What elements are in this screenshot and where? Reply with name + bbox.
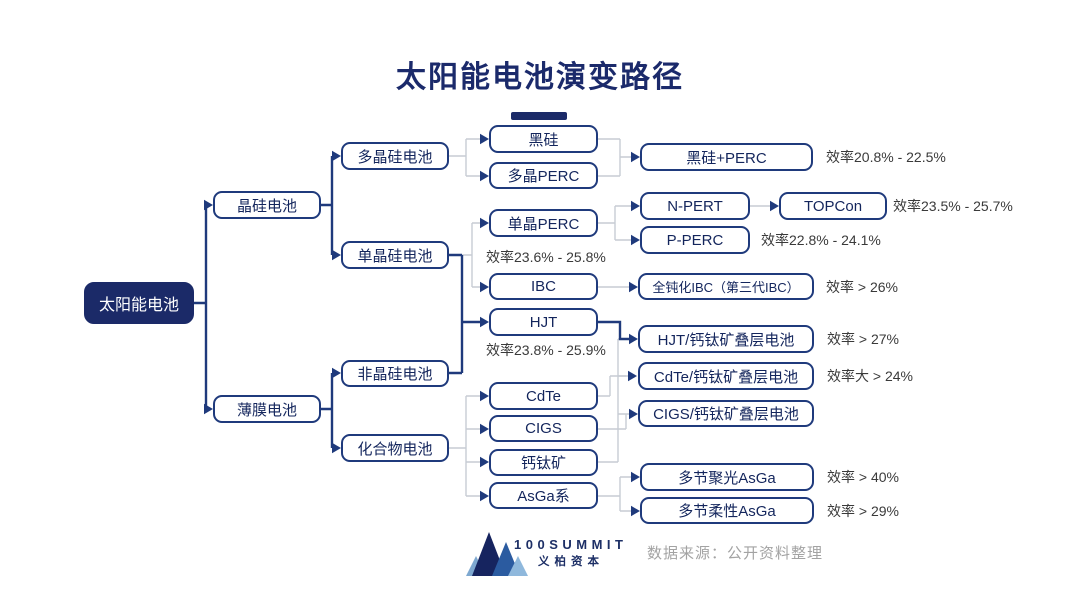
efficiency-topcon: 效率23.5% - 25.7% — [893, 198, 1013, 214]
node-perovskite: 钙钛矿 — [489, 449, 598, 476]
node-asga-series: AsGa系 — [489, 482, 598, 509]
efficiency-p-perc: 效率22.8% - 24.1% — [761, 232, 881, 248]
diagram-title: 太阳能电池演变路径 — [396, 61, 684, 94]
node-solar-cell-root: 太阳能电池 — [84, 282, 194, 324]
efficiency-hjt: 效率23.8% - 25.9% — [486, 342, 606, 358]
node-cdte-perovskite-tandem: CdTe/钙钛矿叠层电池 — [638, 362, 814, 390]
node-cigs-perovskite-tandem: CIGS/钙钛矿叠层电池 — [638, 400, 814, 427]
node-cigs: CIGS — [489, 415, 598, 442]
node-crystalline-silicon: 晶硅电池 — [213, 191, 321, 219]
efficiency-fully-passivated-ibc: 效率 > 26% — [826, 279, 898, 295]
node-polycrystalline: 多晶硅电池 — [341, 142, 449, 170]
node-cdte: CdTe — [489, 382, 598, 410]
efficiency-asga-flexible: 效率 > 29% — [827, 503, 899, 519]
node-mono-perc: 单晶PERC — [489, 209, 598, 237]
node-ibc: IBC — [489, 273, 598, 300]
node-compound: 化合物电池 — [341, 434, 449, 462]
node-p-perc: P-PERC — [640, 226, 750, 254]
node-black-silicon: 黑硅 — [489, 125, 598, 153]
efficiency-asga-concentrator: 效率 > 40% — [827, 469, 899, 485]
node-amorphous: 非晶硅电池 — [341, 360, 449, 387]
node-monocrystalline: 单晶硅电池 — [341, 241, 449, 269]
node-poly-perc: 多晶PERC — [489, 162, 598, 189]
gray-links — [449, 138, 772, 512]
efficiency-hjt-tandem: 效率 > 27% — [827, 331, 899, 347]
logo-subtitle: 义柏资本 — [538, 556, 604, 568]
efficiency-mono-perc: 效率23.6% - 25.8% — [486, 249, 606, 265]
node-multi-junction-flexible-asga: 多节柔性AsGa — [640, 497, 814, 524]
node-thin-film: 薄膜电池 — [213, 395, 321, 423]
node-hjt-perovskite-tandem: HJT/钙钛矿叠层电池 — [638, 325, 814, 353]
node-fully-passivated-ibc: 全钝化IBC（第三代IBC） — [638, 273, 814, 300]
node-topcon: TOPCon — [779, 192, 887, 220]
node-black-silicon-perc: 黑硅+PERC — [640, 143, 813, 171]
mountain-logo-icon — [466, 532, 528, 576]
node-hjt: HJT — [489, 308, 598, 336]
logo-name: 100SUMMIT — [514, 537, 628, 552]
navy-links — [194, 154, 630, 450]
decorative-bar — [511, 112, 567, 120]
efficiency-black-silicon-perc: 效率20.8% - 22.5% — [826, 149, 946, 165]
data-source-note: 数据来源：公开资料整理 — [647, 545, 824, 562]
node-n-pert: N-PERT — [640, 192, 750, 220]
node-multi-junction-concentrator-asga: 多节聚光AsGa — [640, 463, 814, 491]
efficiency-cdte-tandem: 效率大 > 24% — [827, 368, 913, 384]
